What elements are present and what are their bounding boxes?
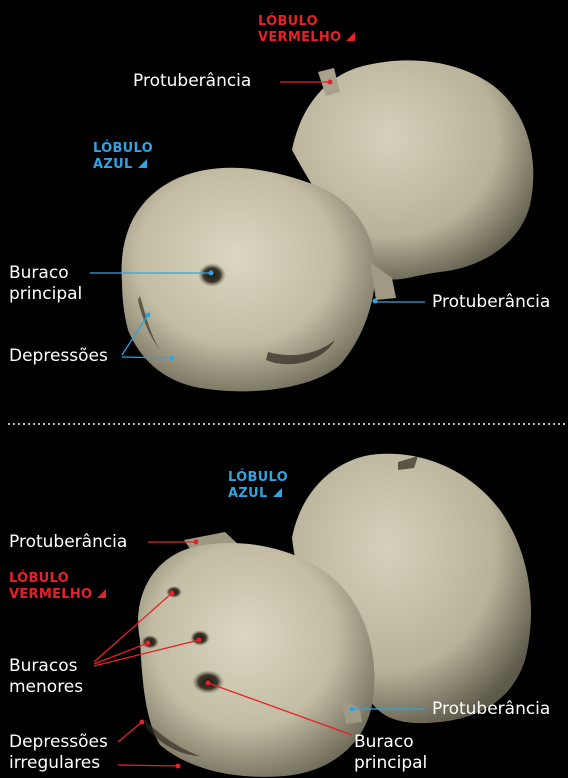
bottom-protuberance-right-dot <box>350 707 355 712</box>
top-red-lobe-line2: VERMELHO <box>258 30 341 45</box>
top-depressions-label: Depressões <box>9 346 108 367</box>
bottom-irregular-depressions-line1: Depressões <box>9 732 108 753</box>
bottom-red-lobe-label: LÓBULO VERMELHO <box>9 571 106 603</box>
bottom-main-hole-label: Buraco principal <box>354 732 427 774</box>
bottom-irregular-leader-1 <box>118 722 142 742</box>
top-depressions-dot-1 <box>146 313 151 318</box>
bottom-smaller-hole-dot-2 <box>146 641 151 646</box>
bottom-smaller-hole-dot-3 <box>197 638 202 643</box>
bottom-red-lobe-line1: LÓBULO <box>9 571 106 587</box>
red-triangle-icon <box>97 589 106 598</box>
top-protuberance-upper-label: Protuberância <box>133 71 251 92</box>
top-protuberance-right-dot <box>373 299 378 304</box>
top-red-lobe-line1: LÓBULO <box>258 14 355 30</box>
bottom-protuberance-left-label: Protuberância <box>9 532 127 553</box>
bottom-main-hole-dot <box>206 681 211 686</box>
top-main-hole-line2: principal <box>9 284 82 305</box>
top-blue-lobe-line1: LÓBULO <box>93 141 153 157</box>
bottom-smaller-holes-line1: Buracos <box>9 656 83 677</box>
bottom-irregular-leader-2 <box>118 765 178 766</box>
bottom-protuberance-left-dot <box>194 540 199 545</box>
bottom-irregular-depressions-label: Depressões irregulares <box>9 732 108 774</box>
top-blue-lobe-label: LÓBULO AZUL <box>93 141 153 173</box>
bottom-red-lobe-line2: VERMELHO <box>9 587 92 602</box>
top-main-hole-dot <box>209 271 214 276</box>
bottom-blue-lobe-line1: LÓBULO <box>228 470 288 486</box>
red-triangle-icon <box>346 32 355 41</box>
top-main-hole-label: Buraco principal <box>9 263 82 305</box>
top-blue-lobe-line2: AZUL <box>93 157 133 172</box>
bottom-smaller-holes-line2: menores <box>9 677 83 698</box>
bottom-irregular-dot-1 <box>140 720 145 725</box>
top-protuberance-right-label: Protuberância <box>432 292 550 313</box>
bottom-smaller-holes-leader-2 <box>94 643 148 664</box>
bottom-irregular-dot-2 <box>176 764 181 769</box>
bottom-blue-lobe-line2: AZUL <box>228 486 268 501</box>
bottom-irregular-depressions-line2: irregulares <box>9 753 108 774</box>
top-depressions-dot-2 <box>170 356 175 361</box>
top-red-lobe-label: LÓBULO VERMELHO <box>258 14 355 46</box>
bottom-main-hole-line1: Buraco <box>354 732 427 753</box>
top-protuberance-upper-dot <box>328 80 333 85</box>
top-main-hole-line1: Buraco <box>9 263 82 284</box>
bottom-smaller-holes-label: Buracos menores <box>9 656 83 698</box>
blue-triangle-icon <box>138 159 147 168</box>
bottom-smaller-hole-dot-1 <box>170 591 175 596</box>
blue-triangle-icon <box>273 488 282 497</box>
top-asteroid <box>122 60 534 391</box>
bottom-main-hole-line2: principal <box>354 753 427 774</box>
bottom-blue-lobe-label: LÓBULO AZUL <box>228 470 288 502</box>
bottom-protuberance-right-label: Protuberância <box>432 699 550 720</box>
